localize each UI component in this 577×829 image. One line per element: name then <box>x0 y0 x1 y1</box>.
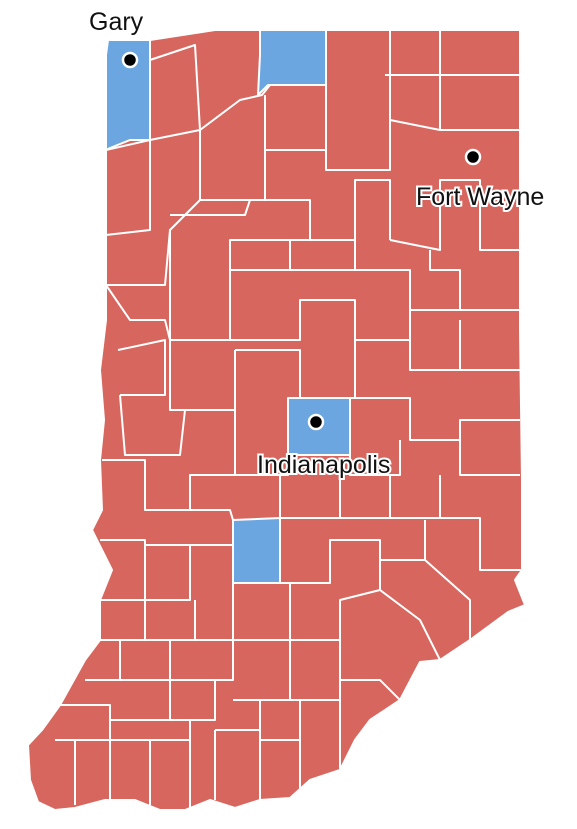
fort-wayne-city-marker <box>464 148 482 166</box>
indianapolis-label: Indianapolis <box>257 451 390 479</box>
gary-label: Gary <box>89 8 144 36</box>
monroe-county <box>232 517 281 584</box>
indianapolis-city-marker <box>307 413 325 431</box>
county-boundaries <box>55 30 522 808</box>
indiana-state-shape <box>27 29 526 811</box>
fort-wayne-label: Fort Wayne <box>416 183 544 211</box>
gary-city-marker <box>121 51 139 69</box>
st-joseph-county <box>257 29 327 96</box>
